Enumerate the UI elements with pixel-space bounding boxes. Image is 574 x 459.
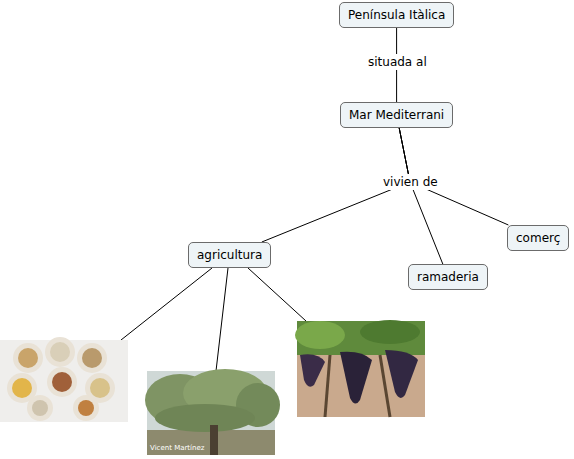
olive-tree-photo <box>145 369 280 455</box>
drawing-shape <box>360 320 420 344</box>
grain-sacks-photo <box>0 337 128 422</box>
drawing-shape <box>385 350 418 398</box>
concept-box: Península Itàlica <box>339 2 454 28</box>
drawing-shape <box>82 348 102 368</box>
concept-box: agricultura <box>188 242 271 268</box>
concept-text: ramaderia <box>417 270 479 284</box>
drawing-shape <box>300 354 325 386</box>
linking-phrase: vivien de <box>380 174 441 190</box>
drawing-shape <box>216 268 228 371</box>
connector-line <box>399 128 443 264</box>
linking-phrase: situada al <box>365 54 430 70</box>
drawing-shape <box>121 268 212 340</box>
drawing-shape <box>50 342 70 362</box>
drawing-shape <box>13 343 43 373</box>
drawing-shape <box>295 321 345 349</box>
drawing-shape <box>27 395 53 421</box>
drawing-shape <box>52 372 72 392</box>
leader-lines <box>121 268 306 371</box>
drawing-shape <box>325 355 330 417</box>
drawing-shape <box>47 367 77 397</box>
drawing-shape <box>77 343 107 373</box>
grapes-photo <box>295 320 425 417</box>
drawing-shape <box>12 378 32 398</box>
concept-text: agricultura <box>197 248 262 262</box>
concept-text: Mar Mediterrani <box>349 108 444 122</box>
concept-box: comerç <box>507 225 569 251</box>
drawing-shape <box>0 340 128 422</box>
concept-box: ramaderia <box>408 264 488 290</box>
drawing-shape <box>73 395 99 421</box>
drawing-shape <box>210 425 218 455</box>
concept-text: Península Itàlica <box>348 8 445 22</box>
drawing-shape <box>155 404 255 432</box>
concept-text: comerç <box>516 231 560 245</box>
drawing-shape <box>90 378 110 398</box>
drawing-shape <box>78 400 94 416</box>
drawing-shape <box>248 268 306 321</box>
drawing-shape <box>45 337 75 367</box>
drawing-shape <box>18 348 38 368</box>
drawing-shape <box>340 352 372 404</box>
photo-watermark: Vicent Martínez <box>150 444 204 452</box>
concept-box: Mar Mediterrani <box>340 102 453 128</box>
drawing-shape <box>32 400 48 416</box>
